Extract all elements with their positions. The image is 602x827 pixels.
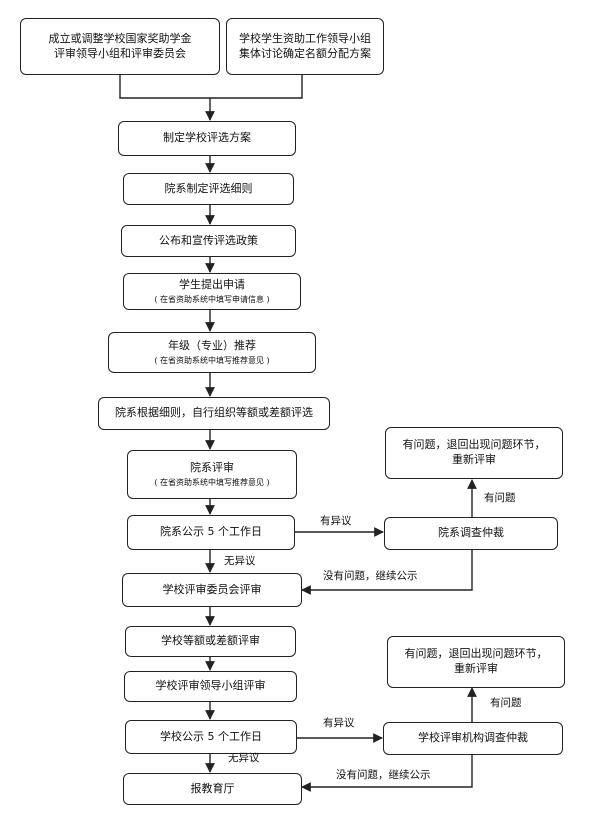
label-dept-objection: 有异议 <box>320 515 352 527</box>
node-plan: 制定学校评选方案 <box>118 121 296 156</box>
node-school-return: 有问题，退回出现问题环节， 重新评审 <box>387 636 565 688</box>
node-top-left-line2: 评审领导小组和评审委员会 <box>54 46 186 60</box>
node-apply-text: 学生提出申请 <box>179 277 245 291</box>
node-school-return-line2: 重新评审 <box>454 662 498 675</box>
node-top-right-line1: 学校学生资助工作领导小组 <box>239 31 371 45</box>
node-dept-review-sub: ( 在省资助系统中填写推荐意见 ) <box>154 477 270 487</box>
node-grade-recommend-text: 年级（专业）推荐 <box>168 338 256 352</box>
node-school-leader: 学校评审领导小组评审 <box>124 671 297 702</box>
node-school-leader-text: 学校评审领导小组评审 <box>155 679 266 693</box>
node-publicize: 公布和宣传评选政策 <box>121 225 296 257</box>
node-school-committee: 学校评审委员会评审 <box>122 573 302 607</box>
label-dept-problem: 有问题 <box>484 492 516 504</box>
node-dept-review-text: 院系评审 <box>190 460 234 474</box>
node-dept-select-text: 院系根据细则，自行组织等额或差额评选 <box>115 406 313 420</box>
label-school-objection: 有异议 <box>323 717 355 729</box>
node-report: 报教育厅 <box>123 773 302 805</box>
label-school-problem: 有问题 <box>490 697 522 709</box>
node-dept-arbitration: 院系调查仲裁 <box>384 517 558 550</box>
node-school-equal-text: 学校等额或差额评审 <box>161 634 260 648</box>
node-top-left: 成立或调整学校国家奖助学金 评审领导小组和评审委员会 <box>20 18 220 75</box>
node-top-right-line2: 集体讨论确定名额分配方案 <box>239 46 371 60</box>
label-school-no-problem: 没有问题，继续公示 <box>336 769 431 781</box>
node-top-right: 学校学生资助工作领导小组 集体讨论确定名额分配方案 <box>226 18 384 75</box>
node-dept-publicity: 院系公示 5 个工作日 <box>127 515 295 550</box>
node-publicize-text: 公布和宣传评选政策 <box>159 233 258 247</box>
node-school-return-line1: 有问题，退回出现问题环节， <box>404 647 548 661</box>
node-school-equal: 学校等额或差额评审 <box>125 626 296 657</box>
node-school-arbitration-text: 学校评审机构调查仲裁 <box>418 731 528 745</box>
label-dept-no-objection: 无异议 <box>224 555 256 567</box>
node-dept-return-line2: 重新评审 <box>452 453 496 466</box>
node-dept-rules: 院系制定评选细则 <box>123 173 294 205</box>
node-top-left-line1: 成立或调整学校国家奖助学金 <box>48 31 192 45</box>
label-dept-no-problem: 没有问题，继续公示 <box>323 570 418 582</box>
node-school-arbitration: 学校评审机构调查仲裁 <box>383 722 563 755</box>
node-dept-select: 院系根据细则，自行组织等额或差额评选 <box>98 397 330 430</box>
arrow-school-no-problem <box>301 755 473 792</box>
node-apply-sub: ( 在省资助系统中填写申请信息 ) <box>154 294 270 304</box>
merge-line <box>119 75 303 99</box>
label-school-no-objection: 无异议 <box>228 752 260 764</box>
node-grade-recommend: 年级（专业）推荐 ( 在省资助系统中填写推荐意见 ) <box>108 332 316 373</box>
node-dept-rules-text: 院系制定评选细则 <box>164 181 253 195</box>
node-dept-publicity-text: 院系公示 5 个工作日 <box>160 525 262 539</box>
arrow-dept-no-problem <box>301 550 473 595</box>
node-apply: 学生提出申请 ( 在省资助系统中填写申请信息 ) <box>123 273 301 310</box>
node-school-committee-text: 学校评审委员会评审 <box>162 582 262 596</box>
node-dept-return-line1: 有问题，退回出现问题环节， <box>402 438 546 452</box>
node-dept-review: 院系评审 ( 在省资助系统中填写推荐意见 ) <box>127 450 297 499</box>
node-report-text: 报教育厅 <box>190 781 235 795</box>
node-grade-recommend-sub: ( 在省资助系统中填写推荐意见 ) <box>154 355 270 365</box>
node-plan-text: 制定学校评选方案 <box>163 131 251 145</box>
node-dept-return: 有问题，退回出现问题环节， 重新评审 <box>385 427 563 479</box>
node-dept-arbitration-text: 院系调查仲裁 <box>438 526 504 540</box>
node-school-publicity: 学校公示 5 个工作日 <box>125 720 297 754</box>
node-school-publicity-text: 学校公示 5 个工作日 <box>160 729 262 743</box>
